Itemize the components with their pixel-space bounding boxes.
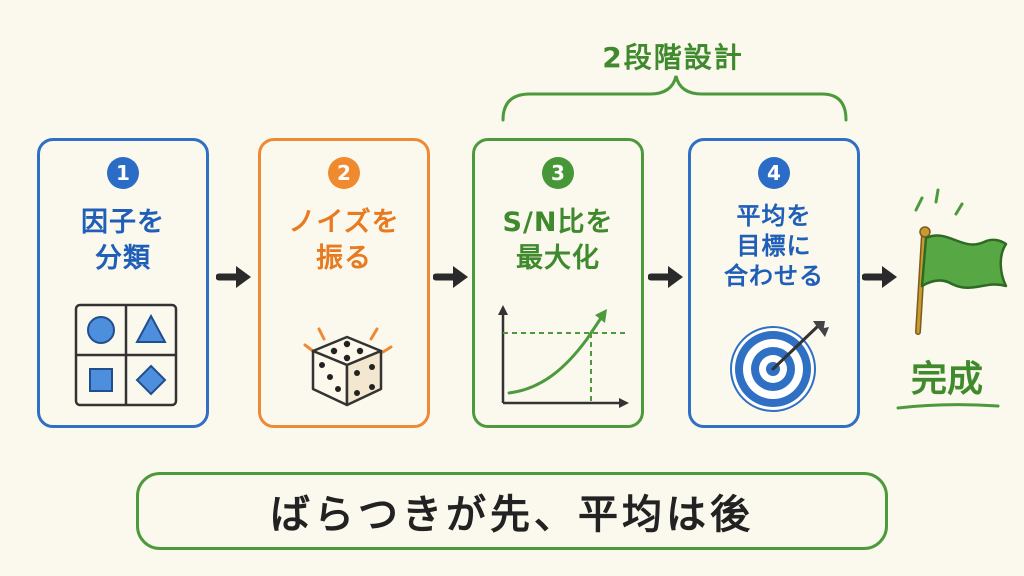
shapes-grid-icon bbox=[74, 303, 178, 407]
target-arrow-icon bbox=[730, 321, 829, 412]
step-label: ノイズを 振る bbox=[288, 207, 400, 274]
step-card-4: 4 平均を 目標に 合わせる bbox=[688, 138, 860, 428]
arrow-right-icon bbox=[216, 266, 251, 288]
step-number-badge: 2 bbox=[328, 157, 360, 189]
step-label: 平均を 目標に 合わせる bbox=[724, 202, 824, 290]
dice-icon bbox=[303, 327, 393, 407]
step-number-badge: 4 bbox=[758, 157, 790, 189]
two-stage-design-label: 2段階設計 bbox=[602, 41, 744, 74]
step-number-badge: 1 bbox=[107, 157, 139, 189]
summary-box: ばらつきが先、平均は後 bbox=[136, 472, 888, 550]
step-card-3: 3 S/N比を 最大化 bbox=[472, 138, 644, 428]
rising-curve-chart-icon bbox=[498, 305, 629, 408]
step-card-2: 2 ノイズを 振る bbox=[258, 138, 430, 428]
arrow-right-icon bbox=[433, 266, 468, 288]
stage-bracket bbox=[501, 75, 848, 122]
goal-flag-icon bbox=[914, 188, 1008, 335]
step-label: S/N比を 最大化 bbox=[502, 207, 614, 274]
complete-underline bbox=[896, 403, 1000, 410]
step-number-badge: 3 bbox=[542, 157, 574, 189]
step-label: 因子を 分類 bbox=[81, 207, 165, 274]
arrow-right-icon bbox=[862, 266, 897, 288]
complete-label: 完成 bbox=[910, 359, 983, 400]
arrow-right-icon bbox=[648, 266, 683, 288]
step-card-1: 1 因子を 分類 bbox=[37, 138, 209, 428]
